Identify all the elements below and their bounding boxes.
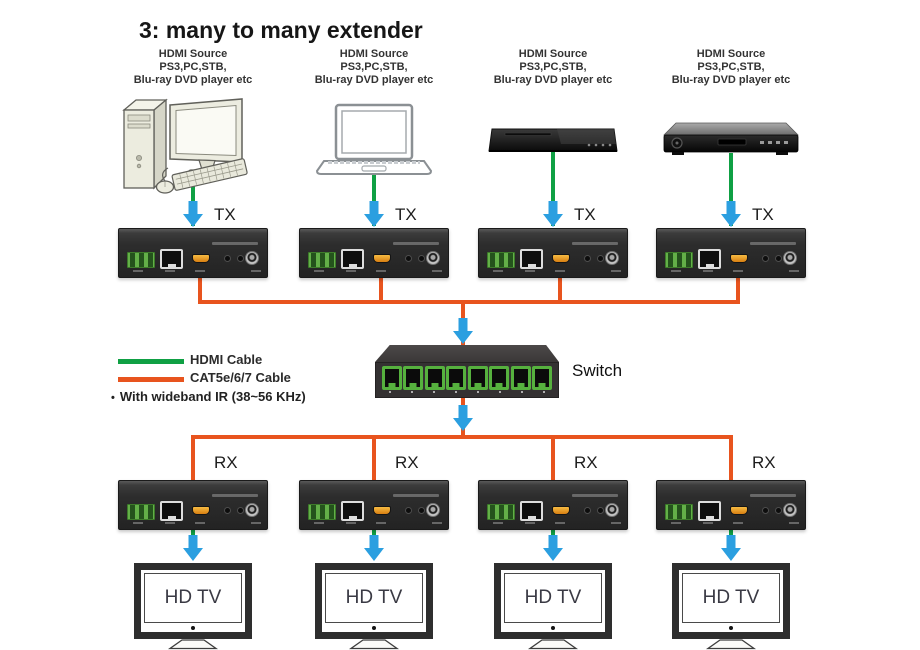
- switch-label: Switch: [572, 361, 623, 380]
- cat5-cable: [198, 276, 740, 304]
- cat5-cable: [191, 435, 733, 482]
- rj45-port: [382, 366, 402, 390]
- legend-label: HDMI Cable: [190, 352, 263, 367]
- legend-note: • With wideband IR (38~56 KHz): [111, 389, 306, 404]
- arrow-down-icon: [183, 201, 203, 227]
- arrow-down-icon: [721, 535, 741, 561]
- rj45-port: [510, 366, 531, 390]
- ethernet-switch: [375, 362, 559, 398]
- cat5-cable-swatch: [118, 377, 184, 382]
- arrow-down-icon: [721, 201, 741, 227]
- rj45-port: [424, 366, 445, 390]
- rj45-port: [531, 366, 552, 390]
- legend-label: CAT5e/6/7 Cable: [190, 370, 291, 385]
- arrow-down-icon: [543, 535, 563, 561]
- arrow-down-icon: [364, 535, 384, 561]
- arrow-down-icon: [364, 201, 384, 227]
- rj45-port: [446, 366, 467, 390]
- arrow-down-icon: [543, 201, 563, 227]
- page-title: 3: many to many extender: [139, 17, 423, 44]
- ethernet-switch-top: [375, 345, 559, 362]
- arrow-down-icon: [183, 535, 203, 561]
- arrow-down-icon: [453, 405, 473, 431]
- rj45-port: [403, 366, 424, 390]
- bullet-icon: •: [111, 392, 115, 404]
- rj45-port: [467, 366, 488, 390]
- switch-port-marks: [375, 391, 559, 393]
- rj45-port: [489, 366, 510, 390]
- legend-note-text: With wideband IR (38~56 KHz): [119, 389, 306, 404]
- arrow-down-icon: [453, 318, 473, 344]
- hdmi-cable-swatch: [118, 359, 184, 364]
